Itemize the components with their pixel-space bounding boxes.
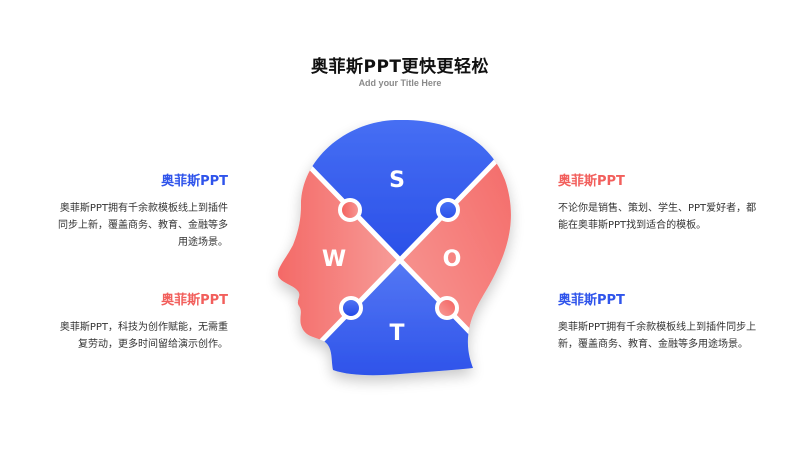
text-block-top-right: 奥菲斯PPT 不论你是销售、策划、学生、PPT爱好者，都能在奥菲斯PPT找到适合… [558, 173, 758, 234]
swot-head-puzzle: S W O T [265, 119, 535, 420]
swot-letter-o: O [442, 247, 462, 272]
page-subtitle: Add your Title Here [358, 78, 442, 88]
swot-letter-s: S [389, 168, 405, 193]
block-heading: 奥菲斯PPT [161, 174, 228, 189]
puzzle-knobs [338, 198, 460, 320]
block-heading: 奥菲斯PPT [558, 174, 625, 189]
block-heading: 奥菲斯PPT [161, 293, 228, 308]
head-puzzle-graphic [277, 119, 511, 376]
text-block-bottom-left: 奥菲斯PPT 奥菲斯PPT，科技为创作赋能，无需重复劳动，更多时间留给演示创作。 [53, 292, 228, 353]
swot-piece-t [277, 260, 511, 376]
block-text: 奥菲斯PPT，科技为创作赋能，无需重复劳动，更多时间留给演示创作。 [59, 322, 228, 350]
block-heading: 奥菲斯PPT [558, 293, 625, 308]
text-block-top-left: 奥菲斯PPT 奥菲斯PPT拥有千余款模板线上到插件同步上新，覆盖商务、教育、金融… [53, 173, 228, 251]
text-block-bottom-right: 奥菲斯PPT 奥菲斯PPT拥有千余款模板线上到插件同步上新，覆盖商务、教育、金融… [558, 292, 758, 353]
head-silhouette [277, 119, 511, 376]
swot-piece-o [399, 119, 511, 376]
block-text: 不论你是销售、策划、学生、PPT爱好者，都能在奥菲斯PPT找到适合的模板。 [558, 203, 757, 231]
swot-letter-t: T [389, 321, 405, 346]
swot-letter-w: W [321, 247, 347, 272]
block-text: 奥菲斯PPT拥有千余款模板线上到插件同步上新，覆盖商务、教育、金融等多用途场景。 [58, 203, 228, 248]
block-text: 奥菲斯PPT拥有千余款模板线上到插件同步上新，覆盖商务、教育、金融等多用途场景。 [558, 322, 757, 350]
page-title: 奥菲斯PPT更快更轻松 [310, 57, 489, 77]
